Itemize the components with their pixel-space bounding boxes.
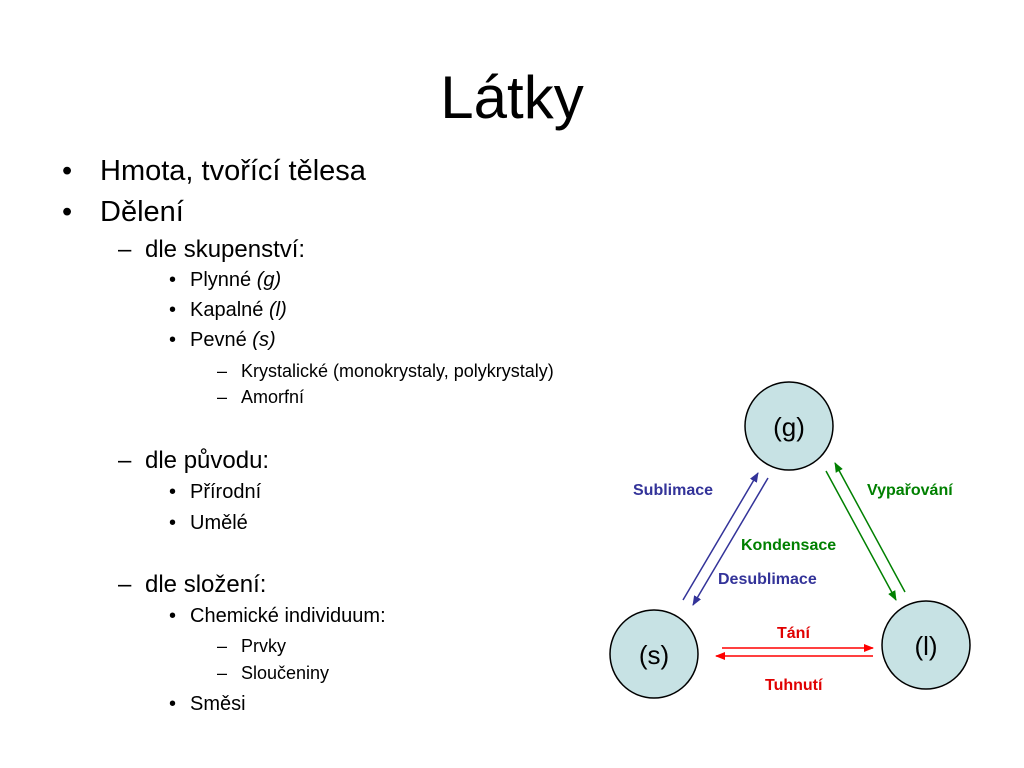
item-kapalne-symbol: (l) — [268, 299, 287, 321]
item-plynne: Plynné (g) — [190, 268, 281, 292]
item-prirodni: Přírodní — [190, 481, 262, 503]
bullet-marker: • — [169, 693, 177, 715]
item-plynne-symbol: (g) — [256, 269, 282, 291]
bullet-marker: • — [62, 196, 73, 228]
dash-marker: – — [217, 636, 228, 656]
label-vaporization: Vypařování — [867, 482, 953, 499]
label-sublimation: Sublimace — [633, 482, 713, 499]
arrow-sublimation — [682, 472, 759, 601]
item-kapalne: Kapalné (l) — [190, 298, 287, 322]
bullet-marker: • — [169, 512, 177, 534]
state-circle-liquid — [881, 600, 971, 690]
bullet-marker: • — [169, 269, 177, 291]
dash-marker: – — [118, 447, 132, 474]
bullet-marker: • — [169, 605, 177, 627]
subitem-amorfni: Amorfní — [241, 387, 305, 407]
bullet-marker: • — [169, 481, 177, 503]
state-label-solid: (s) — [639, 640, 669, 670]
item-umele: Umělé — [190, 512, 248, 534]
subitem-krystalicke: Krystalické (monokrystaly, polykrystaly) — [241, 361, 554, 381]
label-condensation: Kondensace — [741, 537, 836, 554]
dash-marker: – — [217, 361, 228, 381]
bullet-marker: • — [169, 299, 177, 321]
state-label-liquid: (l) — [914, 631, 937, 661]
state-circle-gas — [744, 381, 834, 471]
heading-puvodu: dle původu: — [145, 447, 270, 474]
slide-title: Látky — [440, 64, 584, 131]
subitem-slouceniny: Sloučeniny — [241, 663, 330, 683]
heading-skupenstvi: dle skupenství: — [145, 236, 306, 263]
state-circle-solid — [609, 609, 699, 699]
arrow-vaporization — [834, 462, 906, 593]
item-pevne: Pevné (s) — [190, 328, 276, 352]
arrow-desublimation — [692, 477, 769, 606]
item-pevne-label: Pevné — [190, 329, 247, 351]
bullet-deleni: Dělení — [100, 196, 184, 228]
dash-marker: – — [118, 236, 132, 263]
arrow-condensation — [825, 470, 897, 601]
item-plynne-label: Plynné — [190, 269, 252, 291]
dash-marker: – — [118, 571, 132, 598]
item-chemicke: Chemické individuum: — [190, 605, 386, 627]
bullet-hmota: Hmota, tvořící tělesa — [100, 155, 366, 187]
label-melting: Tání — [777, 625, 810, 642]
item-kapalne-label: Kapalné — [190, 299, 264, 321]
bullet-marker: • — [62, 155, 73, 187]
heading-slozeni: dle složení: — [145, 571, 267, 598]
subitem-prvky: Prvky — [241, 636, 286, 656]
state-label-gas: (g) — [773, 412, 805, 442]
dash-marker: – — [217, 387, 228, 407]
dash-marker: – — [217, 663, 228, 683]
item-smesi: Směsi — [190, 693, 246, 715]
label-solidification: Tuhnutí — [765, 677, 823, 694]
item-pevne-symbol: (s) — [252, 329, 276, 351]
label-desublimation: Desublimace — [718, 571, 817, 588]
bullet-marker: • — [169, 329, 177, 351]
